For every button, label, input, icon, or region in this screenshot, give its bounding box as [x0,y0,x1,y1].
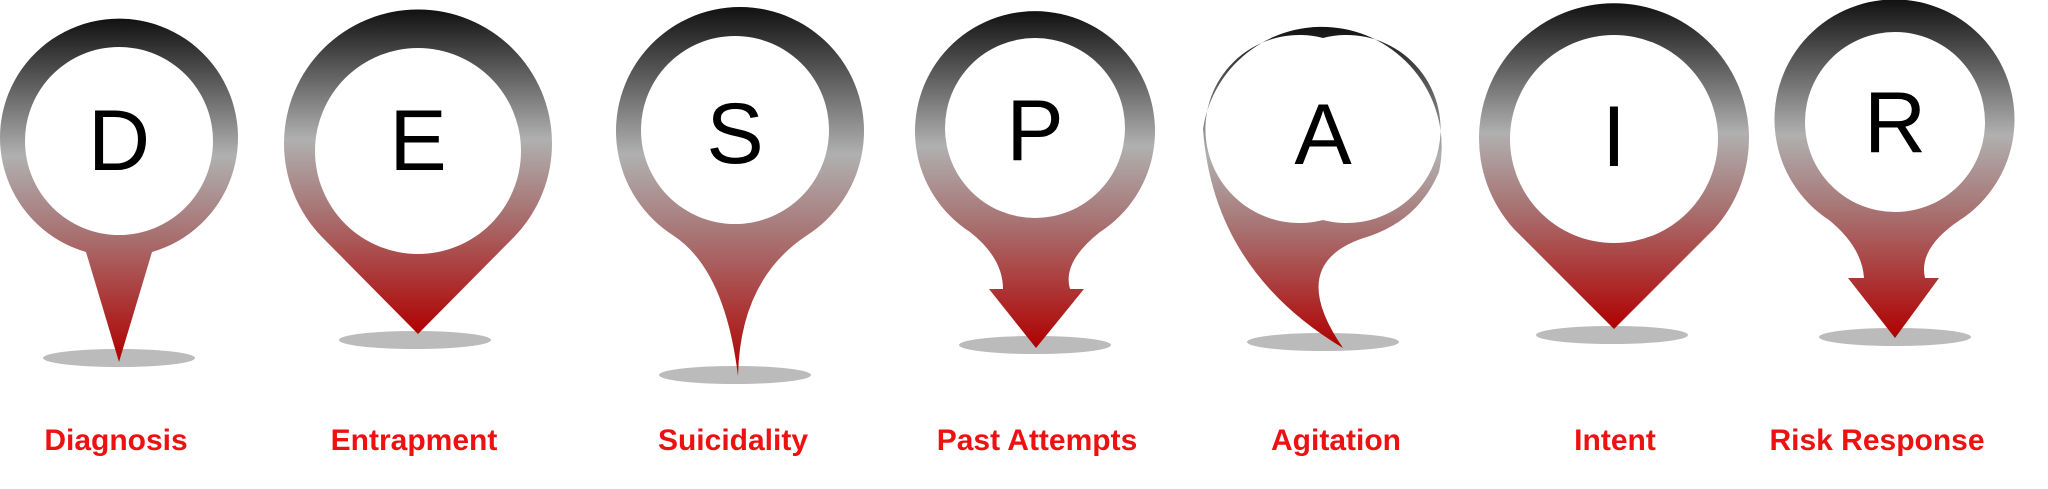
pin-shadow [1536,326,1688,344]
pin-caption: Diagnosis [44,424,187,457]
pin-body [1203,26,1442,349]
pin-caption: Agitation [1271,424,1401,457]
pin-letter: S [706,86,763,182]
pin-suicidality: S Suicidality [616,7,865,457]
pin-body [616,7,865,377]
pin-risk-response: R Risk Response [1769,0,2015,457]
pin-letter: I [1602,89,1626,185]
pin-body [915,11,1155,349]
pin-past-attempts: P Past Attempts [915,11,1155,457]
pin-shadow [1247,333,1399,351]
pin-caption: Risk Response [1769,424,1984,457]
pin-letter: E [389,93,446,189]
pin-caption: Entrapment [331,424,498,457]
pin-diagnosis: D Diagnosis [0,18,239,457]
pin-letter: R [1864,75,1926,171]
pin-caption: Past Attempts [937,424,1138,457]
pin-letter: A [1294,87,1352,183]
pin-body [1479,3,1749,329]
pin-entrapment: E Entrapment [284,9,552,457]
pin-shadow [659,366,811,384]
pin-letter: P [1006,83,1063,179]
pin-body [284,9,552,334]
pin-letter: D [88,93,150,189]
pin-body [0,18,239,363]
pin-shadow [339,331,491,349]
pin-intent: I Intent [1479,3,1749,457]
pin-body [1774,0,2015,338]
pin-agitation: A Agitation [1203,26,1442,457]
pin-caption: Intent [1574,424,1656,457]
pin-caption: Suicidality [658,424,808,457]
